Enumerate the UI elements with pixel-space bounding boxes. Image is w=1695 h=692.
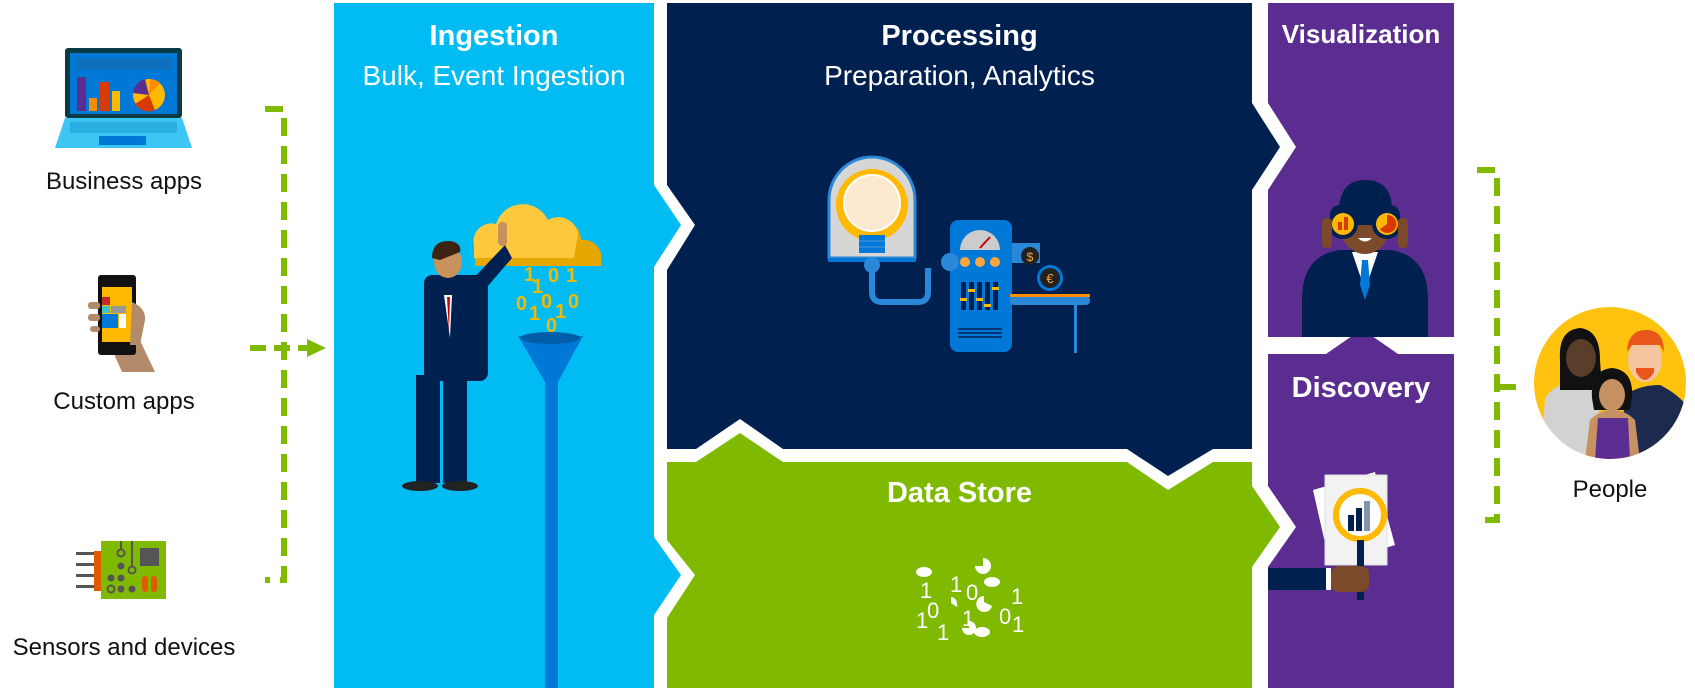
data-store-bit: 0 bbox=[999, 604, 1011, 629]
source-label-business-apps: Business apps bbox=[45, 168, 203, 195]
ingestion-bit: 0 bbox=[516, 293, 527, 315]
ingestion-subtitle: Bulk, Event Ingestion bbox=[362, 60, 626, 91]
discovery-title: Discovery bbox=[1291, 372, 1431, 404]
ingestion-title: Ingestion bbox=[429, 20, 559, 52]
visualization-title: Visualization bbox=[1281, 19, 1441, 49]
laptop-chart-icon bbox=[55, 48, 192, 148]
source-label-sensors-devices: Sensors and devices bbox=[12, 634, 236, 661]
sources-arrowhead-icon bbox=[307, 339, 326, 357]
processing-subtitle: Preparation, Analytics bbox=[824, 60, 1095, 91]
magnifier-report-icon bbox=[1268, 472, 1395, 600]
svg-text:$: $ bbox=[1027, 250, 1034, 264]
ingestion-bit: 1 bbox=[524, 264, 535, 286]
svg-text:€: € bbox=[1046, 271, 1054, 286]
ingestion-panel[interactable] bbox=[334, 3, 681, 688]
sources-bracket bbox=[250, 106, 310, 583]
binary-data-elephants-icon: 1 1 0 1 1 0 1 1 0 1 bbox=[916, 558, 1024, 645]
people-bracket bbox=[1477, 167, 1516, 523]
ingestion-bit: 0 bbox=[541, 291, 552, 313]
visualization-panel[interactable] bbox=[1268, 3, 1454, 337]
lightbulb-machine-icon: $ € bbox=[827, 155, 1090, 353]
ingestion-bit: 1 bbox=[555, 301, 566, 323]
people-label: People bbox=[1572, 476, 1648, 503]
data-store-bit: 1 bbox=[950, 572, 962, 597]
data-store-bit: 1 bbox=[916, 608, 928, 633]
people-group-icon bbox=[1534, 307, 1686, 459]
processing-title: Processing bbox=[881, 20, 1038, 52]
ingestion-bit: 1 bbox=[566, 265, 577, 287]
data-store-title: Data Store bbox=[886, 477, 1033, 509]
circuit-board-icon bbox=[76, 541, 166, 599]
ingestion-bit: 0 bbox=[568, 291, 579, 313]
person-binoculars-icon bbox=[1302, 180, 1428, 337]
phone-in-hand-icon bbox=[88, 275, 155, 372]
data-store-bit: 1 bbox=[1011, 584, 1023, 609]
data-store-bit: 1 bbox=[920, 578, 932, 603]
ingestion-bit: 0 bbox=[548, 265, 559, 287]
data-store-bit: 0 bbox=[927, 598, 939, 623]
data-store-panel[interactable] bbox=[667, 433, 1280, 688]
ingestion-bit: 1 bbox=[529, 303, 540, 325]
data-store-bit: 1 bbox=[937, 620, 949, 645]
data-store-bit: 1 bbox=[1012, 612, 1024, 637]
ingestion-bit: 0 bbox=[546, 315, 557, 337]
ingestion-bit: 1 bbox=[532, 276, 543, 298]
person-cloud-funnel-icon: 1 1 0 1 0 1 0 1 0 0 bbox=[402, 204, 602, 688]
data-store-bit: 0 bbox=[966, 580, 978, 605]
source-label-custom-apps: Custom apps bbox=[53, 388, 195, 415]
